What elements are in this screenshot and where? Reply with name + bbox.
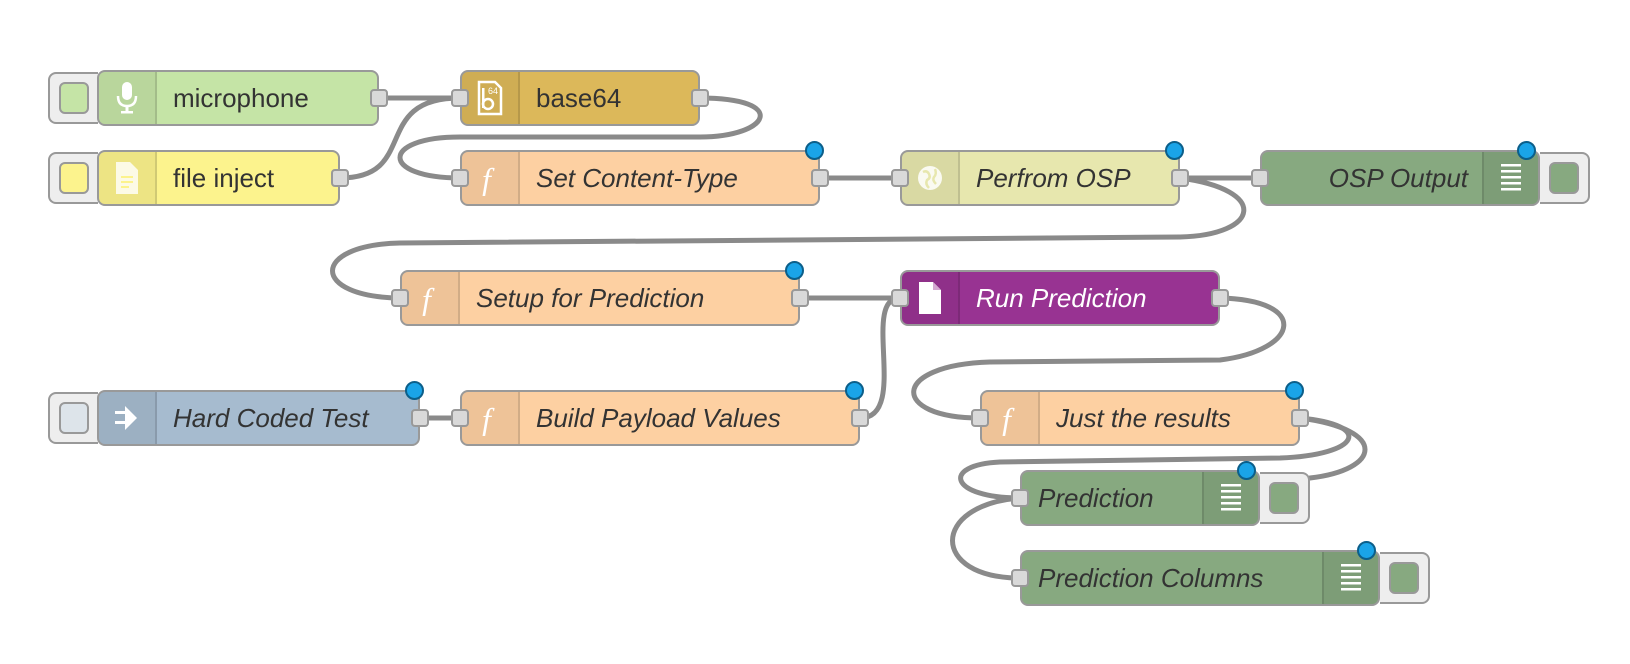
changed-indicator <box>1237 461 1256 480</box>
perform-osp-input-port[interactable] <box>891 169 909 187</box>
document-icon <box>902 272 960 324</box>
hard-coded-test-node[interactable]: Hard Coded Test <box>97 381 429 446</box>
svg-text:f: f <box>1002 401 1015 436</box>
arrow-in-icon <box>99 392 157 444</box>
base64-label: base64 <box>536 82 622 113</box>
base64-node[interactable]: 64 base64 <box>451 70 709 126</box>
just-results-output-port[interactable] <box>1291 409 1309 427</box>
set-content-type-node[interactable]: f Set Content-Type <box>451 141 829 206</box>
base64-output-port[interactable] <box>691 89 709 107</box>
setup-prediction-label: Setup for Prediction <box>476 282 705 313</box>
debug-list-icon <box>1482 152 1538 204</box>
run-prediction-node[interactable]: Run Prediction <box>891 270 1229 326</box>
set-content-type-input-port[interactable] <box>451 169 469 187</box>
build-payload-node[interactable]: f Build Payload Values <box>451 381 869 446</box>
hard-coded-test-output-port[interactable] <box>411 409 429 427</box>
setup-prediction-node[interactable]: f Setup for Prediction <box>391 261 809 326</box>
microphone-output-port[interactable] <box>370 89 388 107</box>
changed-indicator <box>785 261 804 280</box>
microphone-node[interactable]: microphone <box>97 70 388 126</box>
function-icon: f <box>462 392 520 444</box>
changed-indicator <box>1165 141 1184 160</box>
perform-osp-label: Perfrom OSP <box>976 162 1131 193</box>
changed-indicator <box>1357 541 1376 560</box>
function-icon: f <box>402 272 460 324</box>
changed-indicator <box>405 381 424 400</box>
changed-indicator <box>1285 381 1304 400</box>
setup-prediction-output-port[interactable] <box>791 289 809 307</box>
build-payload-input-port[interactable] <box>451 409 469 427</box>
file-inject-trigger-button[interactable] <box>48 152 98 204</box>
wire-just-results-prediction-columns[interactable] <box>950 495 1023 581</box>
build-payload-output-port[interactable] <box>851 409 869 427</box>
run-prediction-output-port[interactable] <box>1211 289 1229 307</box>
osp-output-node[interactable]: OSP Output <box>1251 141 1540 206</box>
file-inject-node[interactable]: file inject <box>97 150 349 206</box>
debug-list-icon <box>1322 552 1378 604</box>
changed-indicator <box>805 141 824 160</box>
microphone-icon <box>99 72 157 124</box>
prediction-input-port[interactable] <box>1011 489 1029 507</box>
svg-text:f: f <box>422 281 435 316</box>
base64-icon: 64 <box>462 72 520 124</box>
run-prediction-input-port[interactable] <box>891 289 909 307</box>
prediction-columns-node[interactable]: Prediction Columns <box>1011 541 1380 606</box>
build-payload-label: Build Payload Values <box>536 402 781 433</box>
microphone-trigger-button[interactable] <box>48 72 98 124</box>
osp-output-toggle-button[interactable] <box>1540 152 1590 204</box>
prediction-columns-toggle-button[interactable] <box>1380 552 1430 604</box>
hard-coded-test-label: Hard Coded Test <box>173 402 369 433</box>
prediction-node[interactable]: Prediction <box>1011 461 1260 526</box>
file-inject-output-port[interactable] <box>331 169 349 187</box>
prediction-toggle-button[interactable] <box>1260 472 1310 524</box>
file-inject-label: file inject <box>173 162 275 193</box>
wire-file-inject-base64[interactable] <box>337 95 463 181</box>
osp-output-input-port[interactable] <box>1251 169 1269 187</box>
function-icon: f <box>462 152 520 204</box>
just-results-input-port[interactable] <box>971 409 989 427</box>
globe-icon <box>902 152 960 204</box>
just-results-node[interactable]: f Just the results <box>971 381 1309 446</box>
svg-text:f: f <box>482 161 495 196</box>
run-prediction-label: Run Prediction <box>976 282 1147 313</box>
wire-build-payload-run-prediction[interactable] <box>857 295 903 421</box>
changed-indicator <box>1517 141 1536 160</box>
function-icon: f <box>982 392 1040 444</box>
prediction-columns-label: Prediction Columns <box>1038 562 1264 593</box>
microphone-label: microphone <box>173 82 309 113</box>
hard-coded-test-trigger-button[interactable] <box>48 392 98 444</box>
wire-base64-set-content-type[interactable] <box>397 95 763 181</box>
osp-output-label: OSP Output <box>1328 162 1468 193</box>
svg-text:64: 64 <box>488 86 498 96</box>
wire-perform-osp-setup-prediction[interactable] <box>330 175 1247 301</box>
set-content-type-label: Set Content-Type <box>536 162 738 193</box>
set-content-type-output-port[interactable] <box>811 169 829 187</box>
svg-text:f: f <box>482 401 495 436</box>
setup-prediction-input-port[interactable] <box>391 289 409 307</box>
file-icon <box>99 152 157 204</box>
perform-osp-node[interactable]: Perfrom OSP <box>891 141 1189 206</box>
debug-list-icon <box>1202 472 1258 524</box>
just-results-label: Just the results <box>1056 402 1231 433</box>
perform-osp-output-port[interactable] <box>1171 169 1189 187</box>
prediction-label: Prediction <box>1038 482 1154 513</box>
wire-run-prediction-just-results[interactable] <box>911 295 1287 421</box>
prediction-columns-input-port[interactable] <box>1011 569 1029 587</box>
base64-input-port[interactable] <box>451 89 469 107</box>
changed-indicator <box>845 381 864 400</box>
wire-just-results-prediction-back[interactable] <box>1297 415 1368 481</box>
